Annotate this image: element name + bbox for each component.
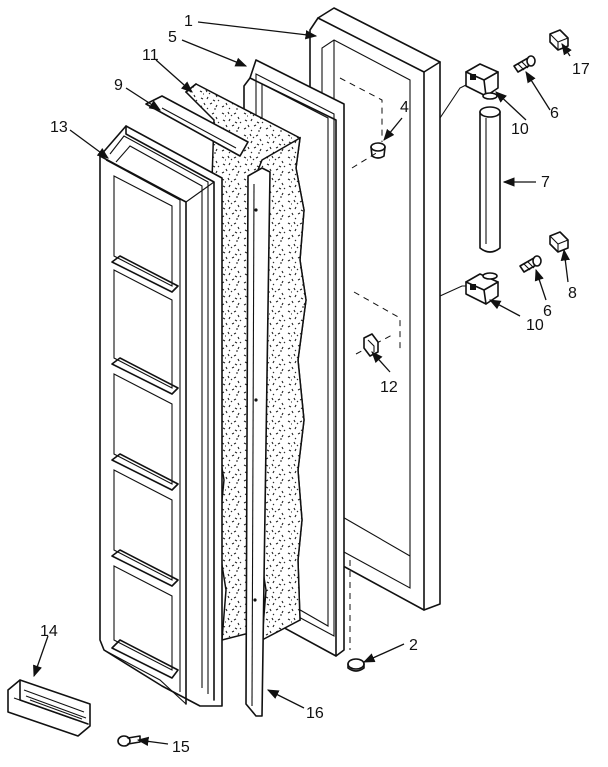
callout-10-lower: 10 xyxy=(526,317,544,334)
grille-plate xyxy=(7,679,91,737)
screw-6-upper xyxy=(513,55,536,73)
plug-part-2 xyxy=(347,658,365,672)
callout-9: 9 xyxy=(114,77,123,94)
callout-14: 14 xyxy=(40,623,58,640)
callout-10-upper: 10 xyxy=(511,121,529,138)
door-liner xyxy=(99,125,223,707)
callout-13: 13 xyxy=(50,119,68,136)
screw-6-lower xyxy=(519,255,542,273)
callout-2: 2 xyxy=(409,637,418,654)
handle-bracket-lower xyxy=(465,272,499,305)
callout-6-lower: 6 xyxy=(543,303,552,320)
callout-7: 7 xyxy=(541,174,550,191)
cap-8 xyxy=(549,231,569,253)
callout-1: 1 xyxy=(184,13,193,30)
callout-6-upper: 6 xyxy=(550,105,559,122)
callout-5: 5 xyxy=(168,29,177,46)
callout-12: 12 xyxy=(380,379,398,396)
bushing-part-4 xyxy=(370,142,386,159)
callout-17: 17 xyxy=(572,61,590,78)
callout-labels: 1 2 4 5 6 6 7 8 9 10 10 11 12 13 14 15 1… xyxy=(40,13,590,756)
callout-15: 15 xyxy=(172,739,190,756)
handle-tube xyxy=(479,106,501,253)
callout-4: 4 xyxy=(400,99,409,116)
callout-16: 16 xyxy=(306,705,324,722)
callout-8: 8 xyxy=(568,285,577,302)
cap-17 xyxy=(549,29,569,51)
edge-trim-strip xyxy=(245,167,271,717)
leader-lines xyxy=(33,21,572,747)
screw-15 xyxy=(117,735,141,747)
callout-11: 11 xyxy=(142,47,159,64)
handle-bracket-upper xyxy=(465,63,499,100)
top-cover-shield xyxy=(145,95,249,157)
